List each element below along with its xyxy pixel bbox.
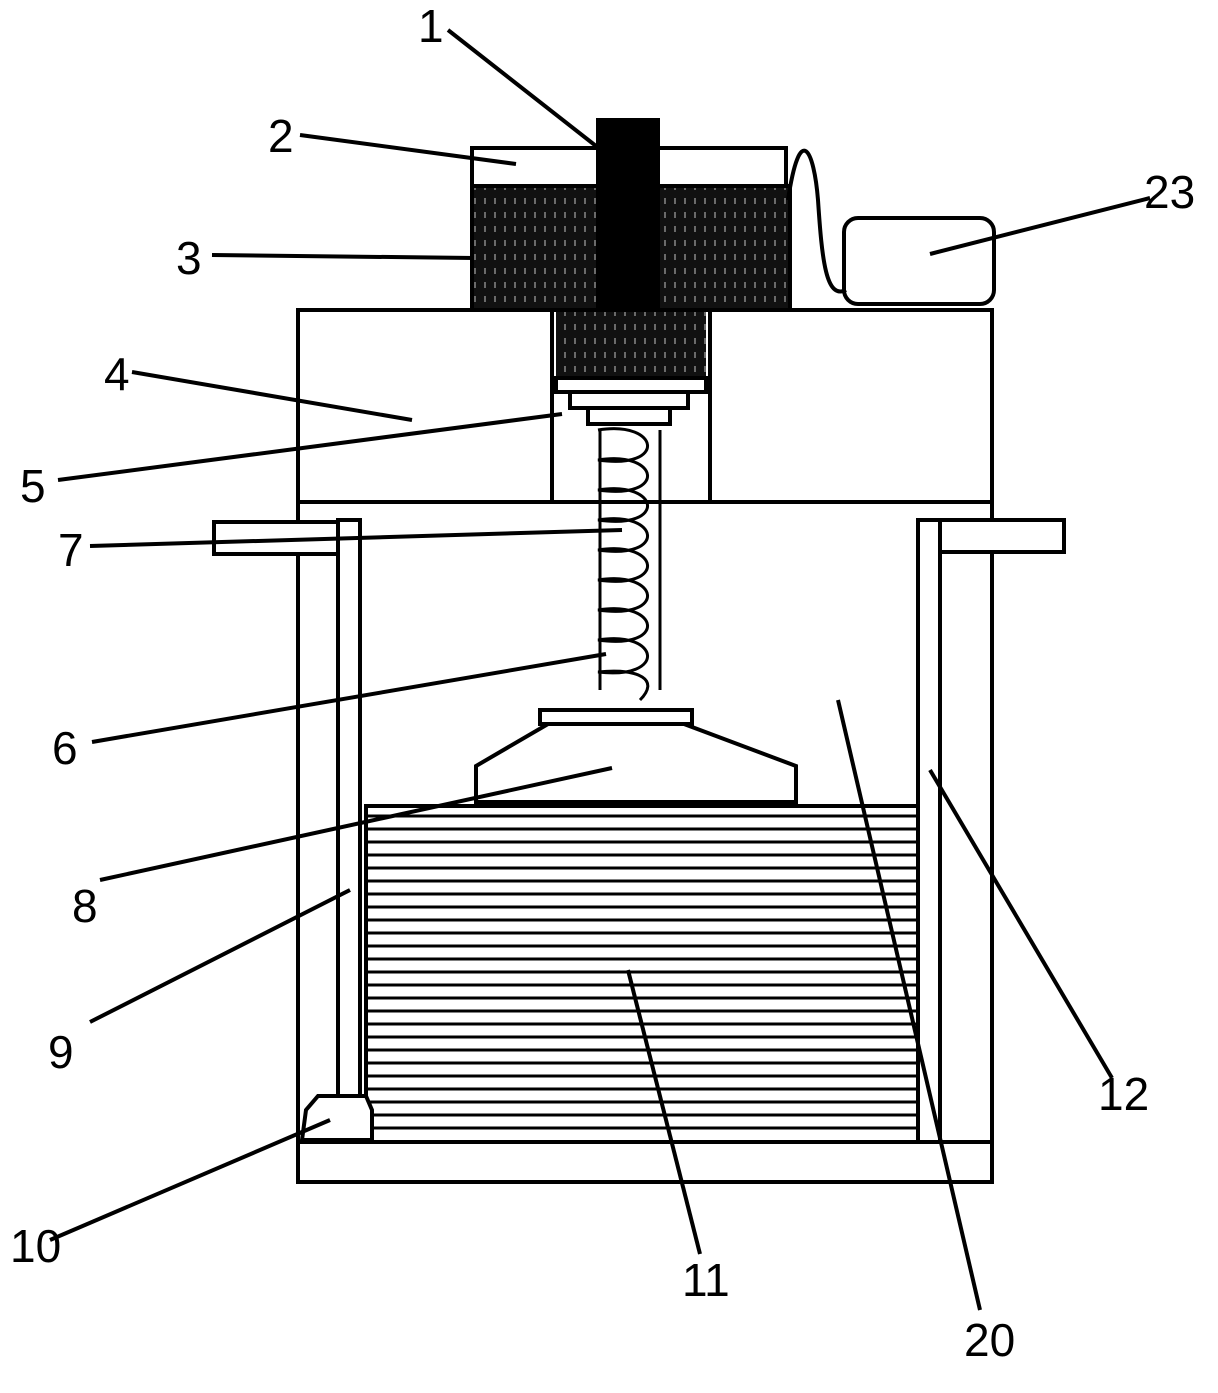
base-plate	[296, 1140, 994, 1184]
spring-seat-flange	[568, 390, 690, 410]
right-mount-tab	[938, 518, 1066, 554]
label-20: 20	[964, 1314, 1015, 1366]
label-12: 12	[1098, 1068, 1149, 1120]
top-shaft	[596, 118, 660, 308]
label-11: 11	[682, 1254, 730, 1306]
corner-block	[299, 1094, 374, 1142]
press-head-body	[474, 722, 798, 804]
label-8: 8	[72, 880, 98, 932]
coil-plate	[554, 376, 708, 394]
label-4: 4	[104, 348, 130, 400]
press-head-top	[538, 708, 694, 726]
controller-box	[842, 216, 996, 306]
leader-lines	[49, 28, 1151, 1311]
label-1: 1	[418, 0, 444, 52]
label-9: 9	[48, 1026, 74, 1078]
label-6: 6	[52, 722, 78, 774]
label-23: 23	[1144, 166, 1195, 218]
label-10: 10	[10, 1220, 61, 1272]
label-7: 7	[58, 524, 84, 576]
spring-seat	[586, 406, 672, 426]
label-2: 2	[268, 110, 294, 162]
controller-cable	[786, 148, 847, 294]
helical-spring	[597, 427, 662, 702]
plate-stack	[364, 804, 920, 1144]
lower-coil-body	[556, 312, 706, 378]
right-inner-wall	[916, 518, 942, 1144]
label-5: 5	[20, 460, 46, 512]
label-3: 3	[176, 232, 202, 284]
left-inner-wall	[336, 518, 362, 1144]
